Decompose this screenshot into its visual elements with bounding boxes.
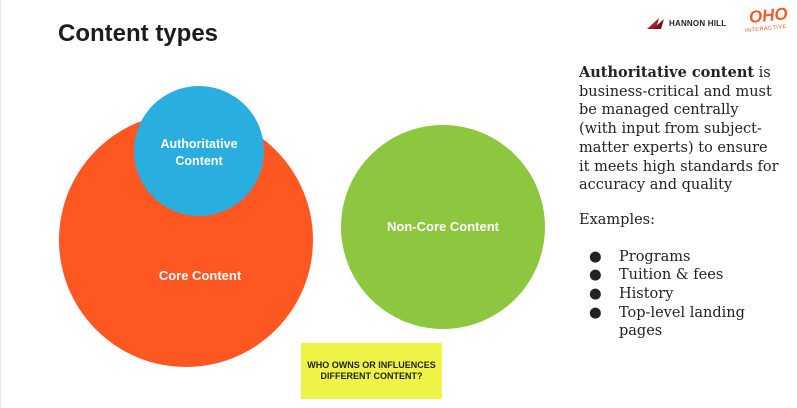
bullet-icon: ● <box>589 248 602 265</box>
bullet-icon: ● <box>589 267 602 284</box>
definition-text: Authoritative content is business-critic… <box>579 64 779 195</box>
authoritative-content-circle <box>134 86 264 216</box>
noncore-content-circle <box>341 125 545 329</box>
noncore-content-label: Non-Core Content <box>387 219 500 234</box>
hannon-hill-mark-icon <box>647 18 664 29</box>
list-item: ●Tuition & fees <box>589 267 724 284</box>
core-content-label: Core Content <box>159 268 242 283</box>
examples-list: ●Programs ●Tuition & fees ●History ●Top-… <box>579 248 779 342</box>
hannon-hill-logo: HANNON HILL <box>647 16 726 30</box>
authoritative-label-line2: Content <box>175 154 223 168</box>
list-item: ●Top-level landing pages <box>589 304 745 340</box>
list-item: ●Programs <box>589 248 691 265</box>
hannon-hill-wordmark: HANNON HILL <box>669 18 727 28</box>
examples-label: Examples: <box>579 211 655 228</box>
slide-title: Content types <box>58 20 219 47</box>
ownership-question-callout: WHO OWNS OR INFLUENCES DIFFERENT CONTENT… <box>301 343 442 399</box>
bullet-icon: ● <box>589 286 602 303</box>
authoritative-label-line1: Authoritative <box>160 137 237 151</box>
definition-panel: Authoritative content is business-critic… <box>579 64 779 341</box>
bullet-icon: ● <box>589 304 602 321</box>
definition-term: Authoritative content <box>579 64 755 81</box>
definition-body: is business-critical and must be managed… <box>579 65 779 194</box>
list-item: ●History <box>589 286 674 303</box>
